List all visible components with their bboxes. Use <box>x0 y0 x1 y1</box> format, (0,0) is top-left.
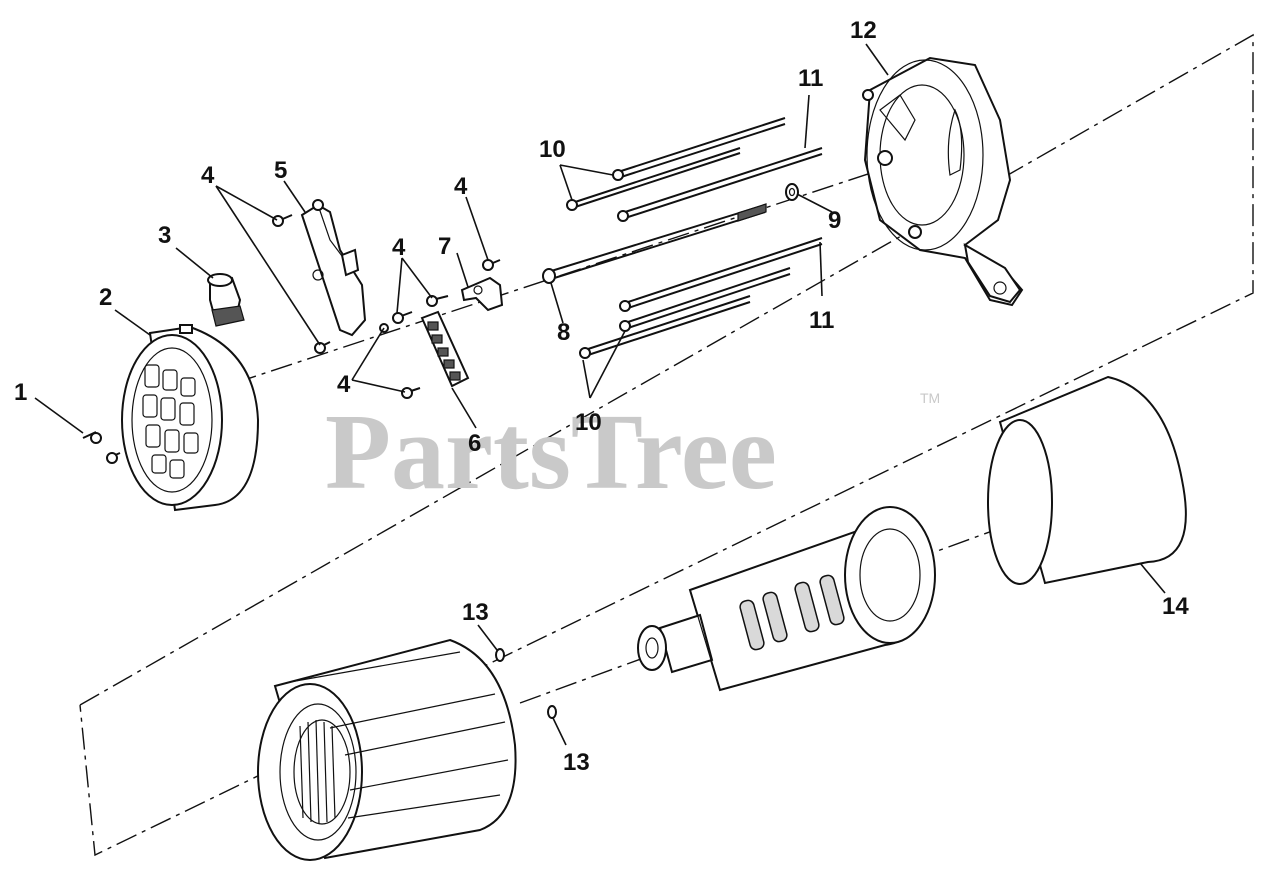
stator-assembly <box>257 638 517 861</box>
part-14-sleeve <box>987 375 1187 585</box>
callout-11a: 11 <box>798 65 823 92</box>
callout-10b: 10 <box>575 409 602 436</box>
part-3-connector <box>207 273 245 327</box>
leader-lines <box>34 43 1166 746</box>
callout-labels: 1 2 3 4 5 4 4 7 4 6 8 10 10 11 11 9 12 1… <box>14 17 1189 776</box>
part-2-end-cover <box>121 324 260 512</box>
part-7-small-bracket <box>460 276 504 312</box>
callout-13a: 13 <box>462 599 489 626</box>
callout-3: 3 <box>158 222 171 249</box>
callout-4c: 4 <box>337 371 351 398</box>
part-6-terminal-block <box>420 310 470 388</box>
callout-8: 8 <box>557 319 570 346</box>
part-1-screws <box>82 431 121 464</box>
callout-4b: 4 <box>392 234 406 261</box>
watermark-text: PartsTree <box>325 393 777 512</box>
callout-4a: 4 <box>201 162 215 189</box>
watermark-tm: TM <box>920 390 940 406</box>
callout-12: 12 <box>850 17 877 44</box>
part-13-nuts <box>495 648 557 719</box>
part-8-stud <box>542 203 767 284</box>
callout-11b: 11 <box>809 307 834 334</box>
callout-2: 2 <box>99 284 112 311</box>
watermark: PartsTree TM <box>325 390 940 512</box>
rotor-assembly <box>637 506 936 692</box>
callout-6: 6 <box>468 430 481 457</box>
callout-10a: 10 <box>539 136 566 163</box>
part-10-11-long-bolts <box>566 117 823 359</box>
part-5-bracket <box>300 199 367 337</box>
part-9-washer <box>785 183 799 201</box>
callout-4d: 4 <box>454 173 468 200</box>
part-12-end-bell <box>862 56 1024 307</box>
callout-7: 7 <box>438 233 451 260</box>
callout-14: 14 <box>1162 593 1189 620</box>
callout-9: 9 <box>828 207 841 234</box>
callout-1: 1 <box>14 379 27 406</box>
callout-13b: 13 <box>563 749 590 776</box>
callout-5: 5 <box>274 157 287 184</box>
